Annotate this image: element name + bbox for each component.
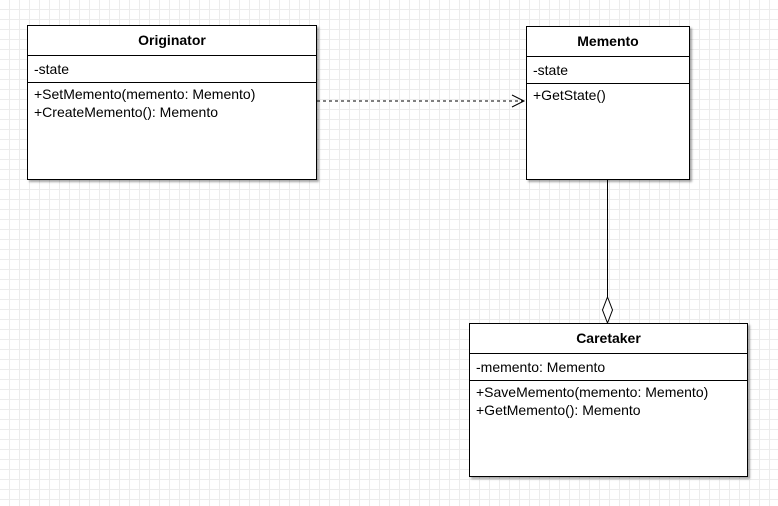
operation: +CreateMemento(): Memento: [34, 104, 219, 120]
attributes-section: -state: [527, 57, 689, 84]
operation: +GetMemento(): Memento: [476, 402, 641, 418]
attributes-section: -state: [28, 56, 316, 83]
class-name: Memento: [527, 27, 689, 57]
operation: +SetMemento(memento: Memento): [34, 86, 256, 102]
operation: +SaveMemento(memento: Memento): [476, 384, 709, 400]
attribute: -state: [533, 62, 569, 78]
class-caretaker[interactable]: Caretaker -memento: Memento +SaveMemento…: [469, 323, 748, 477]
class-name: Originator: [28, 26, 316, 56]
dependency-originator-memento: [317, 94, 526, 108]
operation: +GetState(): [533, 87, 606, 103]
open-arrowhead-icon: [511, 94, 526, 108]
operations-section: +SaveMemento(memento: Memento) +GetMemen…: [470, 381, 747, 419]
operations-section: +GetState(): [527, 84, 689, 104]
hollow-diamond-icon: [601, 295, 614, 325]
class-memento[interactable]: Memento -state +GetState(): [526, 26, 690, 180]
attributes-section: -memento: Memento: [470, 354, 747, 381]
class-originator[interactable]: Originator -state +SetMemento(memento: M…: [27, 25, 317, 180]
aggregation-caretaker-memento: [601, 180, 614, 325]
attribute: -memento: Memento: [476, 359, 606, 375]
attribute: -state: [34, 61, 70, 77]
operations-section: +SetMemento(memento: Memento) +CreateMem…: [28, 83, 316, 121]
class-name: Caretaker: [470, 324, 747, 354]
